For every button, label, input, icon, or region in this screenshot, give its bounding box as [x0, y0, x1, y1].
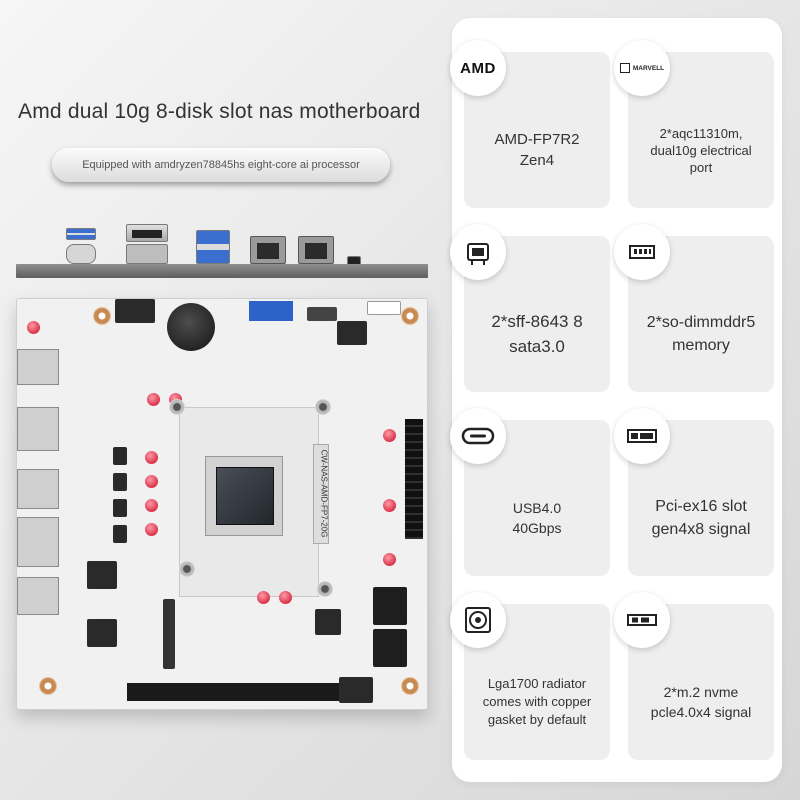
header-pins — [307, 307, 337, 321]
usb3-port-pair — [196, 230, 230, 264]
mounting-hole — [401, 307, 419, 325]
feature-text-sff: 2*sff-8643 8 sata3.0 — [491, 312, 583, 356]
feature-card-usb4: USB4.0 40Gbps — [450, 408, 610, 576]
feature-card-marvell: MARVELL 2*aqc11310m, dual10g electrical … — [614, 40, 774, 208]
capacitor — [383, 429, 396, 442]
radiator-icon — [450, 592, 506, 648]
heatsink-screw — [169, 399, 185, 415]
feature-text-radiator: Lga1700 radiator comes with copper gaske… — [482, 676, 592, 727]
feature-text-m2: 2*m.2 nvme pcle4.0x4 signal — [650, 684, 752, 720]
feature-text-usb4: USB4.0 40Gbps — [512, 500, 562, 536]
capacitor — [27, 321, 40, 334]
usb-c-port-icon — [450, 408, 506, 464]
mounting-hole — [401, 677, 419, 695]
capacitor — [145, 475, 158, 488]
processor-pill-text: Equipped with amdryzen78845hs eight-core… — [82, 159, 360, 171]
pcie-slot-icon — [614, 408, 670, 464]
capacitor — [279, 591, 292, 604]
displayport-rear — [126, 224, 168, 242]
marvell-logo-icon: MARVELL — [614, 40, 670, 96]
mounting-hole — [93, 307, 111, 325]
feature-text-marvell: 2*aqc11310m, dual10g electrical port — [650, 125, 752, 175]
feature-panel: AMD AMD-FP7R2 Zen4 MARVELL 2*aqc11310m, … — [450, 18, 782, 782]
pcie-x16-slot — [127, 683, 349, 701]
rj45-port-1 — [250, 236, 286, 264]
cmos-battery — [167, 303, 215, 351]
feature-card-sff: 2*sff-8643 8 sata3.0 — [450, 224, 610, 392]
heatsink-screw — [179, 561, 195, 577]
model-label-strip: CW-NAS-AMD-FP7-20G — [313, 444, 329, 544]
heatsink-screw — [317, 581, 333, 597]
hdmi-port-rear — [126, 244, 168, 264]
rear-hdmi-port — [17, 407, 59, 451]
rear-usb-port-2 — [17, 469, 59, 509]
lan-controller-1 — [87, 561, 117, 589]
marvell-mark-icon — [619, 63, 630, 73]
capacitor — [383, 553, 396, 566]
amd-logo-text: AMD — [460, 59, 496, 77]
feature-card-pcie: Pci-ex16 slot gen4x8 signal — [614, 408, 774, 576]
rear-usb-port-1 — [17, 349, 59, 385]
capacitor — [145, 499, 158, 512]
capacitor — [145, 523, 158, 536]
feature-text-pcie: Pci-ex16 slot gen4x8 signal — [651, 498, 751, 538]
lan-controller-2 — [87, 619, 117, 647]
feature-card-m2: 2*m.2 nvme pcle4.0x4 signal — [614, 592, 774, 760]
fan-header — [367, 301, 401, 315]
sff-8643-connector-2 — [373, 629, 407, 667]
feature-card-memory: 2*so-dimmddr5 memory — [614, 224, 774, 392]
sff-connector-icon — [450, 224, 506, 280]
io-shield-strip — [16, 264, 428, 278]
m2-slot — [163, 599, 175, 669]
processor-pill: Equipped with amdryzen78845hs eight-core… — [52, 148, 390, 182]
marvell-logo-text: MARVELL — [632, 64, 665, 72]
feature-text-amd: AMD-FP7R2 Zen4 — [494, 131, 580, 169]
motherboard-image: CW-NAS-AMD-FP7-20G — [16, 298, 428, 710]
pcie-latch — [339, 677, 373, 703]
capacitor — [257, 591, 270, 604]
vrm-phase-1 — [113, 447, 127, 465]
memory-module-icon — [614, 224, 670, 280]
heatsink-screw — [315, 399, 331, 415]
power-connector — [115, 299, 155, 323]
capacitor — [147, 393, 160, 406]
vrm-phase-2 — [113, 473, 127, 491]
amd-logo-icon: AMD — [450, 40, 506, 96]
atx-power-connector — [405, 419, 423, 539]
usb-c-port-rear — [66, 244, 96, 264]
cpu-package — [205, 456, 283, 536]
chip-lower-right — [315, 609, 341, 635]
sff-8643-connector-1 — [373, 587, 407, 625]
controller-chip-top — [337, 321, 367, 345]
usb3-port-top — [66, 228, 96, 240]
vrm-phase-4 — [113, 525, 127, 543]
rear-lan-port-1 — [17, 517, 59, 567]
vrm-phase-3 — [113, 499, 127, 517]
feature-text-memory: 2*so-dimmddr5 memory — [646, 314, 756, 354]
feature-card-radiator: Lga1700 radiator comes with copper gaske… — [450, 592, 610, 760]
headline: Amd dual 10g 8-disk slot nas motherboard — [18, 100, 421, 123]
rear-lan-port-2 — [17, 577, 59, 615]
mounting-hole — [39, 677, 57, 695]
model-label-text: CW-NAS-AMD-FP7-20G — [319, 449, 329, 538]
usb-header — [249, 301, 293, 321]
capacitor — [145, 451, 158, 464]
feature-card-amd: AMD AMD-FP7R2 Zen4 — [450, 40, 610, 208]
capacitor — [383, 499, 396, 512]
m2-ssd-icon — [614, 592, 670, 648]
rj45-port-2 — [298, 236, 334, 264]
